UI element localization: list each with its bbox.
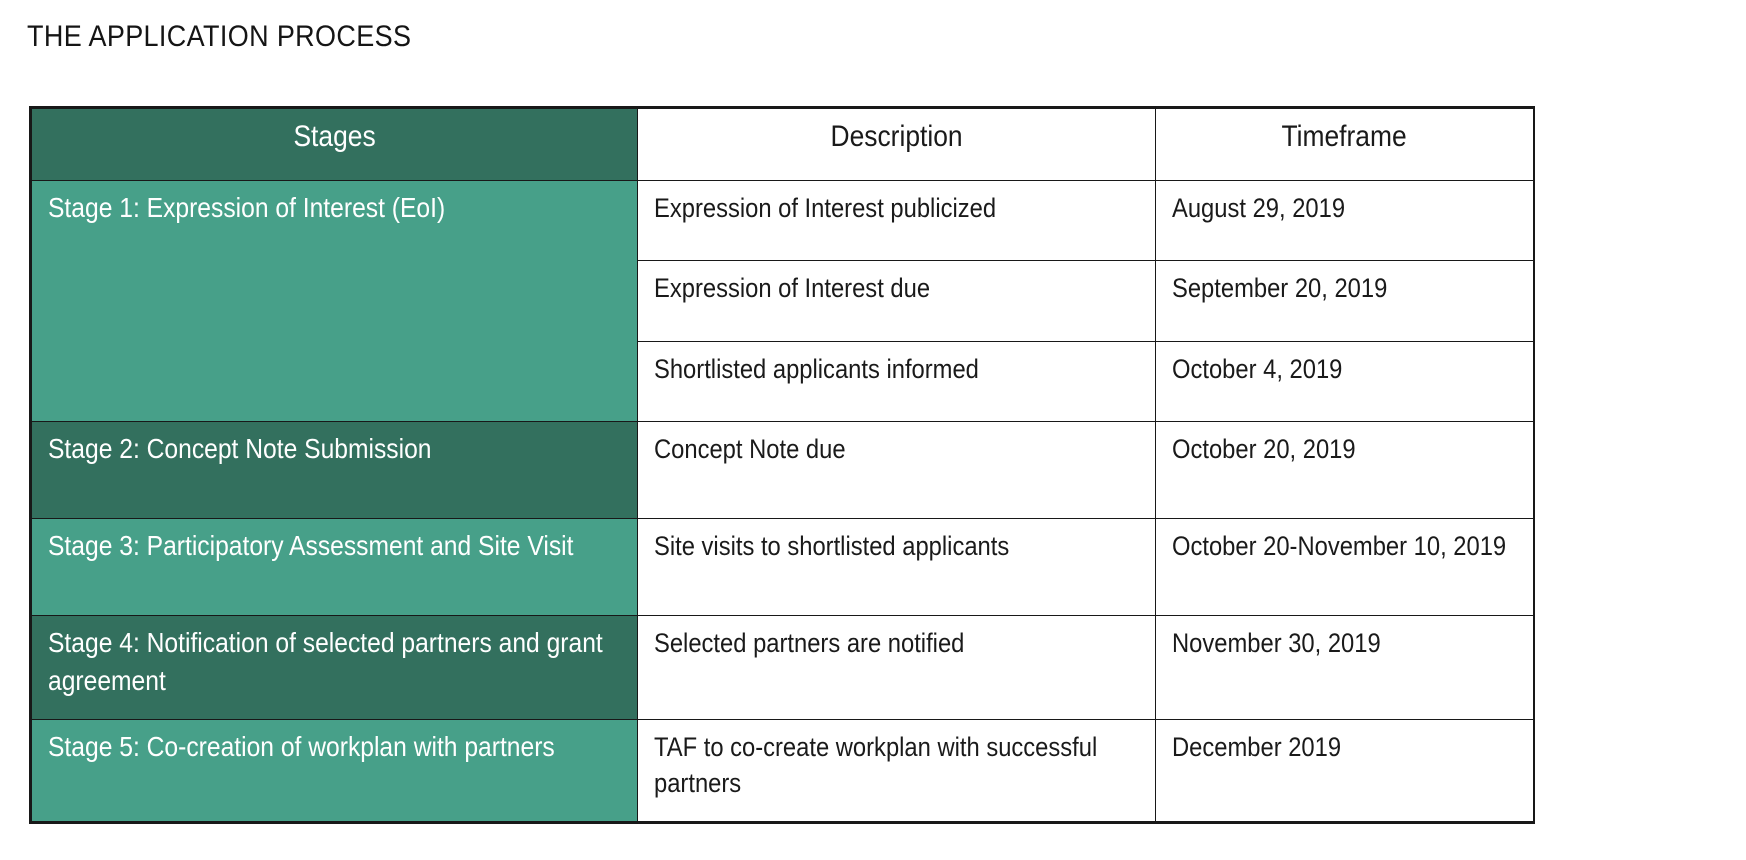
table-row: Stage 2: Concept Note Submission Concept… xyxy=(31,420,1533,519)
timeframe-cell: September 20, 2019 xyxy=(1155,260,1533,342)
timeframe-text: December 2019 xyxy=(1172,731,1342,762)
table-row: Shortlisted applicants informed October … xyxy=(32,340,1533,422)
timeframe-text: November 30, 2019 xyxy=(1172,628,1381,658)
column-header-stages-label: Stages xyxy=(293,120,376,153)
stage-cell-4: Stage 4: Notification of selected partne… xyxy=(31,615,638,720)
description-cell: Concept Note due xyxy=(637,420,1156,519)
column-header-description: Description xyxy=(637,108,1156,182)
description-cell: Expression of Interest due xyxy=(637,260,1156,342)
description-text: Expression of Interest publicized xyxy=(654,193,997,224)
timeframe-cell: December 2019 xyxy=(1155,718,1533,822)
column-header-timeframe-label: Timeframe xyxy=(1281,120,1408,153)
description-cell: Selected partners are notified xyxy=(637,615,1156,720)
description-cell: Shortlisted applicants informed xyxy=(637,340,1156,422)
description-cell: Expression of Interest publicized xyxy=(637,180,1156,262)
description-cell: Site visits to shortlisted applicants xyxy=(637,517,1156,617)
description-cell: TAF to co-create workplan with successfu… xyxy=(637,718,1156,822)
stage-label-5: Stage 5: Co-creation of workplan with pa… xyxy=(48,730,555,762)
description-text: Site visits to shortlisted applicants xyxy=(654,530,1010,561)
page-title: THE APPLICATION PROCESS xyxy=(27,20,412,53)
table-row: Expression of Interest due September 20,… xyxy=(32,260,1533,342)
description-text: Selected partners are notified xyxy=(654,628,965,658)
description-text: TAF to co-create workplan with successfu… xyxy=(654,731,1098,799)
stage-cell-5: Stage 5: Co-creation of workplan with pa… xyxy=(31,718,638,822)
timeframe-cell: October 20, 2019 xyxy=(1155,420,1533,519)
table-row: Stage 1: Expression of Interest (EoI) Ex… xyxy=(31,180,1533,422)
table-row: Stage 3: Participatory Assessment and Si… xyxy=(31,517,1533,617)
stage-cell-2: Stage 2: Concept Note Submission xyxy=(31,420,638,519)
table-row: Stage 5: Co-creation of workplan with pa… xyxy=(31,718,1533,822)
stage-label-1: Stage 1: Expression of Interest (EoI) xyxy=(48,192,446,224)
stage-label-2: Stage 2: Concept Note Submission xyxy=(48,432,432,464)
column-header-timeframe: Timeframe xyxy=(1155,108,1533,182)
description-text: Shortlisted applicants informed xyxy=(654,353,979,384)
table: Stages Description Timeframe Stage 1: Ex… xyxy=(31,108,1533,822)
column-header-description-label: Description xyxy=(830,120,963,153)
stage-label-3: Stage 3: Participatory Assessment and Si… xyxy=(48,529,574,561)
timeframe-cell: November 30, 2019 xyxy=(1155,615,1533,720)
timeframe-text: September 20, 2019 xyxy=(1172,273,1388,304)
timeframe-text: October 20, 2019 xyxy=(1172,433,1356,464)
timeframe-text: October 20-November 10, 2019 xyxy=(1172,530,1507,561)
timeframe-text: August 29, 2019 xyxy=(1172,193,1346,224)
stage-cell-3: Stage 3: Participatory Assessment and Si… xyxy=(31,517,638,617)
timeframe-text: October 4, 2019 xyxy=(1172,353,1343,384)
table-row: Stage 4: Notification of selected partne… xyxy=(31,615,1533,720)
stage-cell-1: Stage 1: Expression of Interest (EoI) xyxy=(31,180,638,422)
description-text: Concept Note due xyxy=(654,433,846,464)
timeframe-cell: August 29, 2019 xyxy=(1155,180,1533,262)
column-header-stages: Stages xyxy=(31,108,638,182)
timeframe-cell: October 4, 2019 xyxy=(1155,340,1533,422)
table-header-row: Stages Description Timeframe xyxy=(31,108,1533,182)
application-process-table: Stages Description Timeframe Stage 1: Ex… xyxy=(29,106,1535,824)
description-text: Expression of Interest due xyxy=(654,273,931,304)
timeframe-cell: October 20-November 10, 2019 xyxy=(1155,517,1533,617)
stage-label-4: Stage 4: Notification of selected partne… xyxy=(48,627,603,696)
